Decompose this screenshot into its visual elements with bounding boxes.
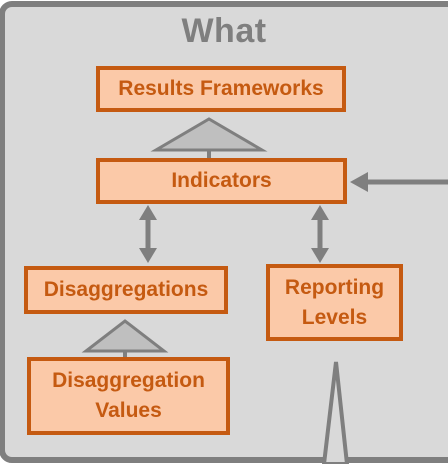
reporting-levels-label: Reporting Levels: [284, 275, 385, 329]
panel-title: What: [181, 12, 267, 50]
disaggregation-values-box[interactable]: Disaggregation Values: [27, 357, 230, 435]
indicators-label: Indicators: [171, 169, 272, 192]
arrow-indicators-disaggregations: [139, 205, 157, 263]
disaggregation-values-label: Disaggregation Values: [52, 369, 205, 422]
disaggregations-label: Disaggregations: [43, 278, 209, 301]
results-frameworks-box[interactable]: Results Frameworks: [96, 66, 346, 112]
disaggregations-box[interactable]: Disaggregations: [24, 266, 228, 314]
panel-spike: [321, 361, 350, 464]
arrow-indicators-reporting-levels: [311, 205, 329, 263]
arrow-external-to-indicators: [350, 172, 448, 192]
reporting-levels-box[interactable]: Reporting Levels: [266, 264, 403, 341]
results-frameworks-label: Results Frameworks: [118, 77, 324, 100]
indicators-box[interactable]: Indicators: [96, 158, 347, 204]
